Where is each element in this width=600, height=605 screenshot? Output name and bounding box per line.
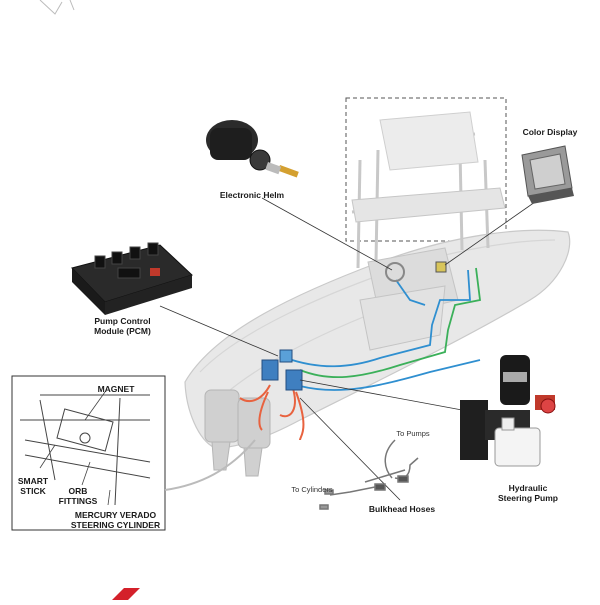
red-accent-mark [112, 588, 140, 600]
color-display-unit [521, 145, 574, 204]
display-on-boat [435, 261, 447, 273]
electronic-helm-unit [206, 120, 299, 178]
hardtop-dashed-outline [345, 97, 507, 242]
t-top-upper [379, 111, 479, 171]
leader-lines [159, 194, 546, 501]
cylinder-inset [11, 375, 166, 531]
bulkhead-hoses-illustration [319, 439, 419, 510]
label-orb-fittings: ORB FITTINGS [58, 486, 98, 506]
label-to-cylinders: To Cylinders [291, 485, 333, 494]
inset-connector-hose [164, 439, 256, 491]
steering-lines [285, 267, 481, 391]
label-pcm: Pump Control Module (PCM) [94, 316, 151, 336]
label-smart-stick: SMART STICK [17, 476, 49, 496]
label-magnet: MAGNET [97, 384, 135, 394]
logo-fragment [39, 0, 75, 15]
label-hydraulic-pump: Hydraulic Steering Pump [498, 483, 558, 503]
label-color-display: Color Display [522, 127, 578, 137]
label-to-pumps: To Pumps [396, 429, 430, 438]
outboard-engines [204, 389, 271, 477]
hydraulic-pump-unit [460, 355, 556, 467]
label-cylinder: MERCURY VERADO STEERING CYLINDER [70, 510, 161, 530]
label-bulkhead-hoses: Bulkhead Hoses [368, 504, 436, 514]
pcm-units-installed [261, 349, 303, 391]
label-electronic-helm: Electronic Helm [219, 190, 285, 200]
steering-wheel [385, 262, 405, 282]
red-hoses [239, 384, 305, 441]
t-top-canopy [351, 187, 506, 223]
pcm-unit [71, 242, 193, 315]
